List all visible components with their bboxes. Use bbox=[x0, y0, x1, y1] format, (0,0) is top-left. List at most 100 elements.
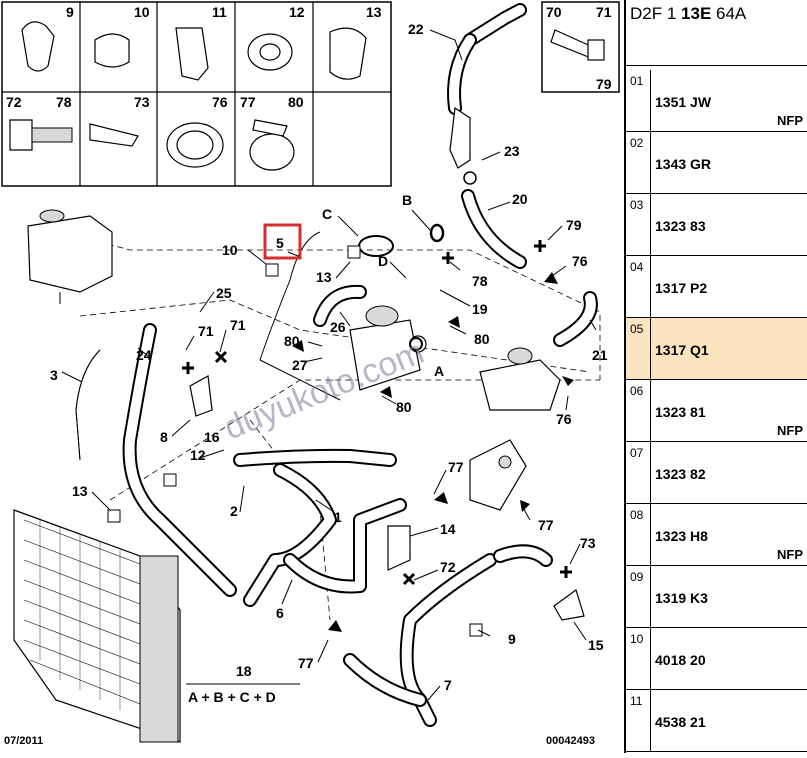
callout-15: 15 bbox=[588, 637, 604, 653]
callout-D: D bbox=[378, 253, 388, 269]
callout-7: 7 bbox=[444, 677, 452, 693]
callout-79: 79 bbox=[566, 217, 582, 233]
parts-diagram-svg: 9 10 11 12 13 72 78 73 76 77 80 70 71 79 bbox=[1, 1, 620, 747]
panel-header: D2F 1 13E 64A bbox=[626, 0, 807, 66]
reference-code: 1343 GR bbox=[655, 156, 712, 172]
reference-index: 04 bbox=[626, 256, 651, 317]
reference-index: 01 bbox=[626, 70, 651, 131]
watermark-text: duyukoto.com bbox=[219, 333, 429, 448]
callout-labels: 22 2 3 20 79 76 21 C B D 7 8 19 80 5 10 13… bbox=[50, 21, 608, 693]
callout-8: 8 bbox=[160, 429, 168, 445]
callout-A: A bbox=[434, 363, 444, 379]
thumb-label-12: 12 bbox=[289, 4, 305, 20]
selected-callout-box[interactable] bbox=[263, 223, 302, 260]
thumb-label-73: 73 bbox=[134, 94, 150, 110]
callout-27: 27 bbox=[292, 357, 308, 373]
callout-71b: 71 bbox=[230, 317, 246, 333]
clip-10-sketch bbox=[94, 33, 130, 68]
reference-index: 09 bbox=[626, 566, 651, 627]
reference-tag: NFP bbox=[777, 113, 803, 128]
reference-index: 02 bbox=[626, 132, 651, 193]
selected-callout-label[interactable]: 5 bbox=[276, 235, 284, 251]
callout-12: 12 bbox=[190, 447, 206, 463]
thumb-label-76: 76 bbox=[212, 94, 228, 110]
square-marks bbox=[107, 245, 483, 637]
reference-index: 07 bbox=[626, 442, 651, 503]
callout-76a: 76 bbox=[572, 253, 588, 269]
reference-code: 1323 H8 bbox=[655, 528, 708, 544]
assembly-formula: A + B + C + D bbox=[188, 689, 276, 705]
clamp-80-tab bbox=[252, 119, 288, 137]
callout-80a: 80 bbox=[474, 331, 490, 347]
reference-index: 11 bbox=[626, 690, 651, 751]
callout-26: 26 bbox=[330, 319, 346, 335]
thumbnail-grid: 9 10 11 12 13 72 78 73 76 77 80 bbox=[1, 1, 392, 187]
thumb-label-77: 77 bbox=[240, 94, 256, 110]
header-bold: 13E bbox=[681, 4, 712, 23]
bracket-14 bbox=[387, 525, 411, 571]
thumb-label-10: 10 bbox=[134, 4, 150, 20]
bolt-72-shank bbox=[31, 127, 73, 143]
callout-10: 10 bbox=[222, 242, 238, 258]
reference-code: 4018 20 bbox=[655, 652, 706, 668]
reference-index: 06 bbox=[626, 380, 651, 441]
bolt-71-head bbox=[587, 39, 605, 61]
callout-77a: 77 bbox=[448, 459, 464, 475]
reference-index: 05 bbox=[626, 318, 651, 379]
callout-80c: 80 bbox=[396, 399, 412, 415]
reference-code: 1317 P2 bbox=[655, 280, 708, 296]
reference-tag: NFP bbox=[777, 423, 803, 438]
reference-code: 1351 JW bbox=[655, 94, 712, 110]
callout-21: 21 bbox=[592, 347, 608, 363]
callout-2: 2 bbox=[230, 503, 238, 519]
thumb-label-79: 79 bbox=[596, 76, 612, 92]
clip-13-sketch bbox=[329, 27, 367, 80]
reference-index: 08 bbox=[626, 504, 651, 565]
callout-3: 3 bbox=[50, 367, 58, 383]
reference-code: 1323 82 bbox=[655, 466, 706, 482]
callout-25: 25 bbox=[216, 285, 232, 301]
screw-73-sketch bbox=[89, 123, 139, 147]
clamp-77-sketch bbox=[249, 133, 295, 171]
callout-14: 14 bbox=[440, 521, 456, 537]
callout-19: 19 bbox=[472, 301, 488, 317]
fastener-box: 70 71 79 bbox=[541, 1, 620, 93]
reference-index: 10 bbox=[626, 628, 651, 689]
bleed-screw-top bbox=[449, 106, 471, 169]
reference-index: 03 bbox=[626, 194, 651, 255]
callout-71a: 71 bbox=[198, 323, 214, 339]
reference-code: 1323 81 bbox=[655, 404, 706, 420]
clip-11-sketch bbox=[175, 27, 209, 81]
header-suffix: 64A bbox=[711, 4, 747, 23]
parts-diagram: 9 10 11 12 13 72 78 73 76 77 80 70 71 79 bbox=[1, 1, 620, 747]
callout-B: B bbox=[402, 192, 412, 208]
reference-code: 1317 Q1 bbox=[655, 342, 709, 358]
callout-13a: 13 bbox=[316, 269, 332, 285]
callout-22: 22 bbox=[408, 21, 424, 37]
date-code: 07/2011 bbox=[4, 735, 43, 747]
bracket-8 bbox=[189, 375, 213, 417]
callout-72: 72 bbox=[440, 559, 456, 575]
expansion-tank bbox=[27, 209, 113, 304]
callout-C: C bbox=[322, 206, 332, 222]
thumb-label-72: 72 bbox=[6, 94, 22, 110]
thumb-label-9: 9 bbox=[66, 4, 74, 20]
callout-18: 18 bbox=[236, 663, 252, 679]
reference-code: 1323 83 bbox=[655, 218, 706, 234]
callout-9: 9 bbox=[508, 631, 516, 647]
callout-20: 20 bbox=[512, 191, 528, 207]
symbol-marks bbox=[182, 240, 572, 586]
clamp-76-inner bbox=[176, 130, 214, 160]
callout-77c: 77 bbox=[298, 655, 314, 671]
